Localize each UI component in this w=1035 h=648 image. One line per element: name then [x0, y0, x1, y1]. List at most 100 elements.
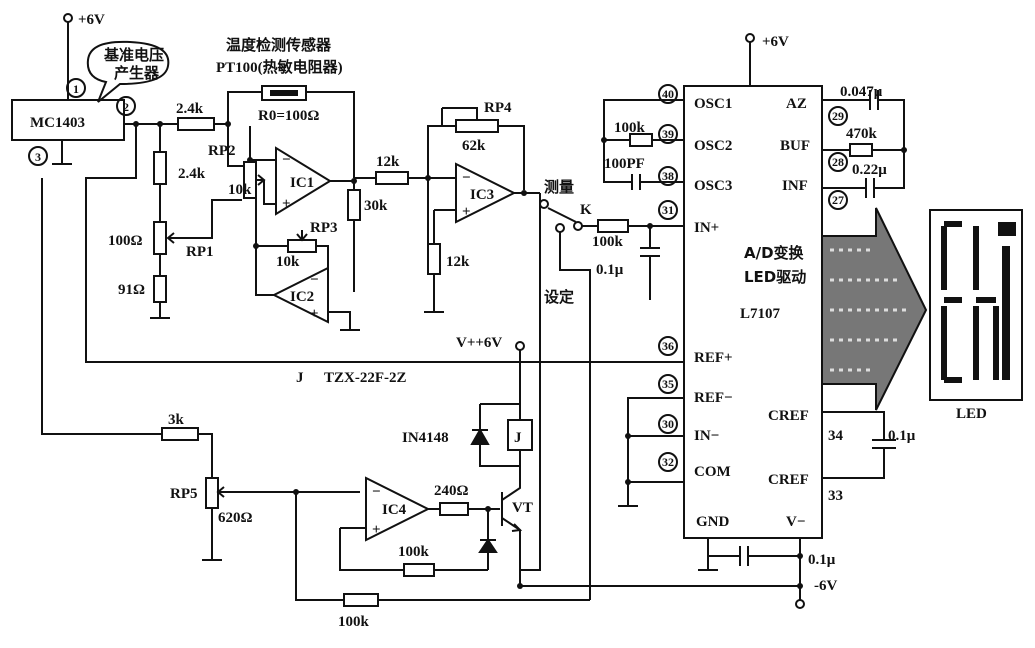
- rp4-pot: [455, 119, 499, 133]
- svg-text:GND: GND: [696, 514, 730, 530]
- svg-text:V−: V−: [786, 514, 805, 530]
- svg-text:+: +: [462, 204, 471, 220]
- resistor-in-100k: [597, 219, 629, 233]
- svg-text:+6V: +6V: [762, 34, 789, 50]
- callout-bubble: [86, 40, 170, 103]
- svg-text:29: 29: [832, 109, 844, 123]
- svg-text:30: 30: [662, 417, 674, 431]
- rp3-pot: [287, 239, 317, 253]
- transistor-vt: [501, 466, 800, 587]
- resistor-12k-b: [427, 243, 441, 275]
- resistor-3k: [161, 427, 199, 441]
- svg-text:2.4k: 2.4k: [178, 166, 206, 182]
- svg-text:32: 32: [662, 455, 674, 469]
- svg-text:0.1μ: 0.1μ: [808, 552, 836, 568]
- svg-text:100k: 100k: [592, 234, 624, 250]
- svg-text:100k: 100k: [398, 544, 430, 560]
- svg-text:REF−: REF−: [694, 390, 733, 406]
- feedback-diode: [478, 538, 498, 553]
- svg-text:91Ω: 91Ω: [118, 282, 145, 298]
- vcc-top-label: +6V: [78, 12, 105, 28]
- svg-text:VT: VT: [512, 500, 533, 516]
- svg-text:10k: 10k: [228, 182, 252, 198]
- svg-text:L7107: L7107: [740, 306, 781, 322]
- svg-text:RP3: RP3: [310, 220, 338, 236]
- svg-text:100PF: 100PF: [604, 156, 645, 172]
- svg-text:12k: 12k: [446, 254, 470, 270]
- svg-text:J: J: [514, 430, 522, 446]
- ic3-stage: 12k RP4 62k − + IC3 12k: [354, 100, 540, 313]
- svg-text:RP4: RP4: [484, 100, 512, 116]
- resistor-100k-a: [403, 563, 435, 577]
- svg-text:12k: 12k: [376, 154, 400, 170]
- svg-text:A/D变换: A/D变换: [744, 244, 805, 262]
- resistor-30k: 30k: [347, 181, 388, 292]
- svg-text:−: −: [310, 272, 319, 288]
- resistor-2-4k-a: [177, 117, 215, 131]
- svg-text:LED: LED: [956, 406, 987, 422]
- relay-supply-label: V++6V: [456, 335, 502, 351]
- resistor-osc: [629, 133, 653, 147]
- svg-text:BUF: BUF: [780, 138, 810, 154]
- svg-text:620Ω: 620Ω: [218, 510, 253, 526]
- svg-text:2.4k: 2.4k: [176, 101, 204, 117]
- callout-line2: 产生器: [114, 64, 160, 82]
- svg-text:+: +: [282, 196, 291, 212]
- svg-text:−: −: [282, 152, 291, 168]
- ref-plus-line: [85, 124, 684, 363]
- svg-text:100Ω: 100Ω: [108, 233, 143, 249]
- svg-text:2: 2: [123, 100, 129, 114]
- bottom-rails: 0.1μ -6V: [698, 538, 837, 609]
- bridge-section: 2.4k 温度检测传感器 PT100(热敏电阻器) R0=100Ω 2.4k 1…: [108, 36, 355, 319]
- svg-text:−: −: [462, 170, 471, 186]
- resistor-2-4k-b: [153, 151, 167, 185]
- svg-text:OSC3: OSC3: [694, 178, 732, 194]
- svg-text:240Ω: 240Ω: [434, 483, 469, 499]
- svg-text:LED驱动: LED驱动: [744, 268, 806, 286]
- ground-ref: [52, 140, 72, 165]
- svg-text:100k: 100k: [614, 120, 646, 136]
- pin2-marker: [116, 96, 136, 116]
- svg-text:CREF: CREF: [768, 472, 809, 488]
- svg-text:40: 40: [662, 87, 674, 101]
- svg-text:0.047μ: 0.047μ: [840, 84, 883, 100]
- switch-measure-label: 测量: [544, 178, 574, 196]
- adc-l7107: +6V OSC1 OSC2 OSC3 IN+ REF+ REF− IN− COM…: [658, 33, 848, 539]
- vcc-terminal: [63, 13, 73, 23]
- svg-text:0.1μ: 0.1μ: [888, 428, 916, 444]
- svg-text:IC2: IC2: [290, 289, 314, 305]
- relay-model: TZX-22F-2Z: [324, 370, 407, 386]
- svg-text:30k: 30k: [364, 198, 388, 214]
- resistor-12k-a: [375, 171, 409, 185]
- switch-set-label: 设定: [544, 288, 574, 306]
- svg-text:27: 27: [832, 193, 844, 207]
- svg-text:IN−: IN−: [694, 428, 719, 444]
- svg-text:35: 35: [662, 377, 674, 391]
- svg-text:34: 34: [828, 428, 844, 444]
- svg-text:AZ: AZ: [786, 96, 807, 112]
- svg-text:100k: 100k: [338, 614, 370, 630]
- svg-text:IN4148: IN4148: [402, 430, 449, 446]
- svg-text:+: +: [372, 522, 381, 538]
- svg-text:0.22μ: 0.22μ: [852, 162, 887, 178]
- svg-text:IC3: IC3: [470, 187, 494, 203]
- resistor-100k-b: [343, 593, 379, 607]
- rp5-pot: [205, 477, 219, 509]
- relay-driver: 3k RP5 620Ω 100k − + IC4 100k 240Ω VT: [41, 178, 800, 630]
- reference-section: +6V MC1403 基准电压 产生器 1 2 3: [11, 12, 178, 166]
- svg-text:RP2: RP2: [208, 143, 236, 159]
- cap-in: [640, 226, 660, 300]
- switch-k: 测量 K 设定 100k 0.1μ: [539, 178, 684, 600]
- sensor-title: 温度检测传感器: [226, 36, 332, 54]
- svg-text:IC4: IC4: [382, 502, 407, 518]
- osc-network: 100k 100PF: [601, 99, 684, 190]
- svg-text:33: 33: [828, 488, 843, 504]
- ic1-opamp: − + IC1: [247, 126, 357, 216]
- svg-text:OSC2: OSC2: [694, 138, 732, 154]
- svg-text:RP5: RP5: [170, 486, 198, 502]
- svg-text:3: 3: [35, 150, 41, 164]
- adc-right-network: 0.047μ 470k 0.22μ 0.1μ: [822, 84, 916, 479]
- svg-text:31: 31: [662, 203, 674, 217]
- svg-text:1: 1: [73, 82, 79, 96]
